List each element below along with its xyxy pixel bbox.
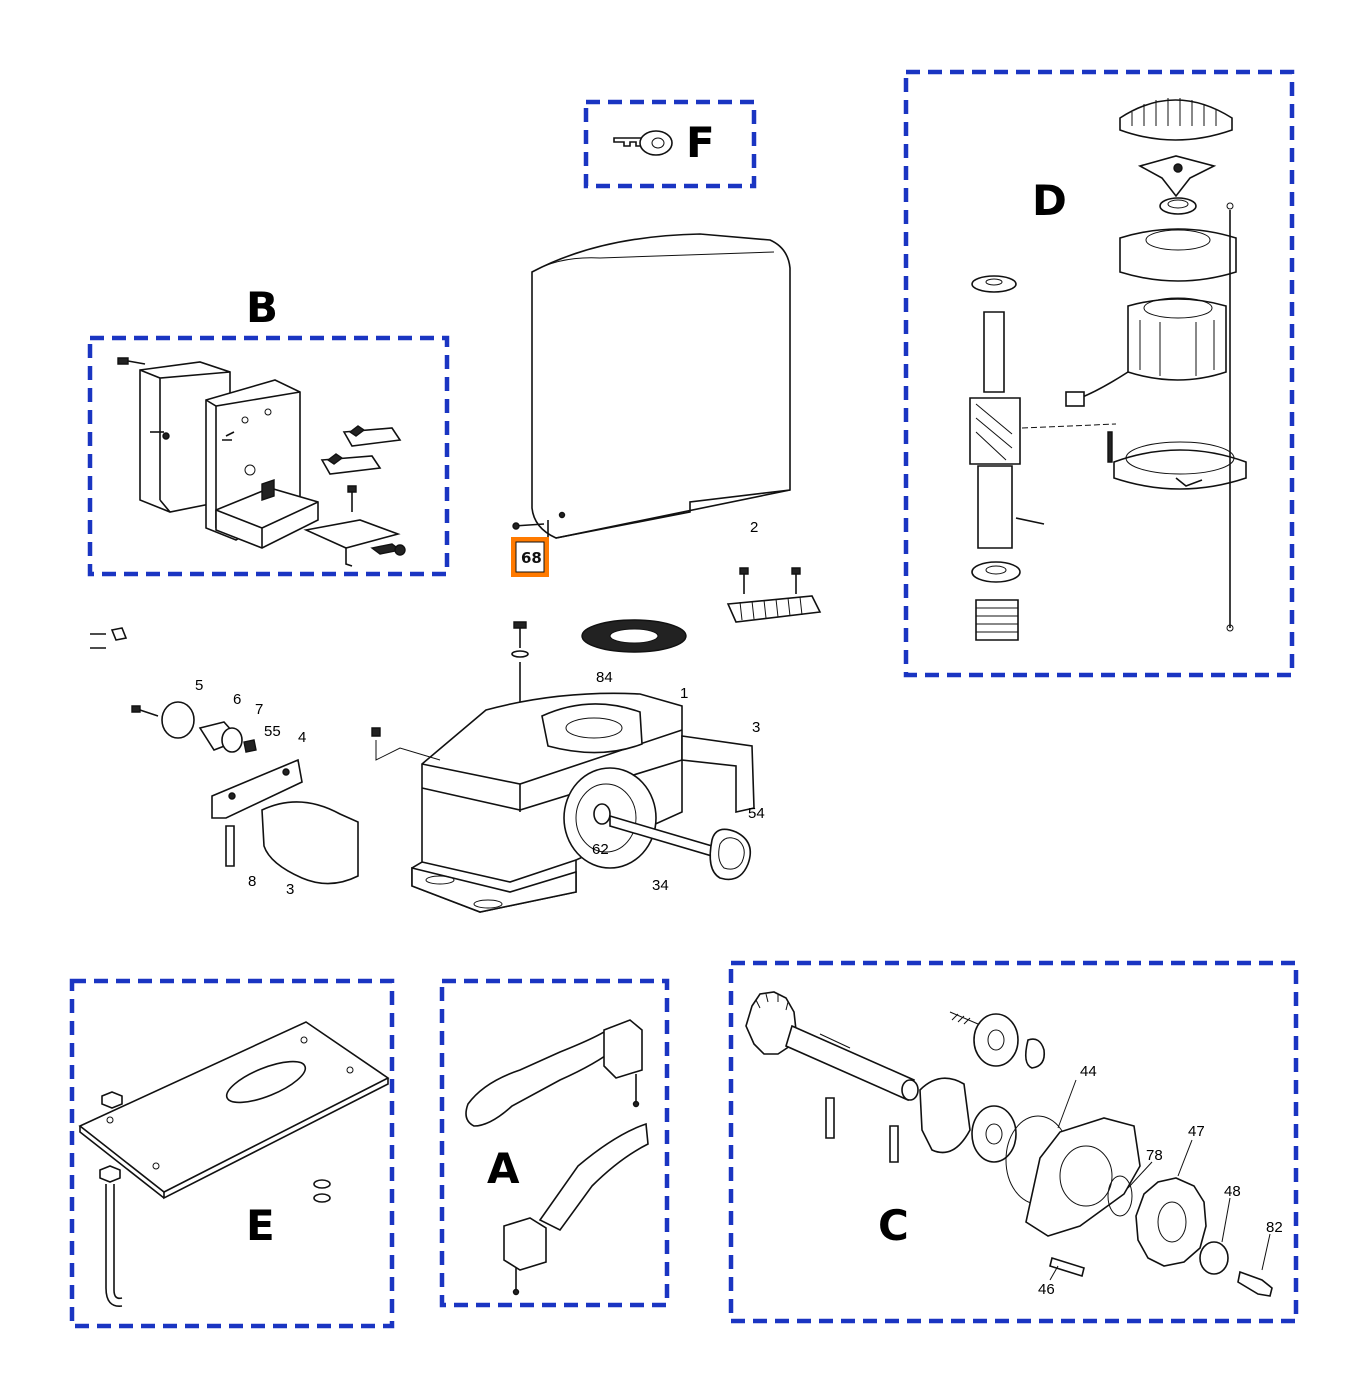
part-number-34: 34	[652, 877, 669, 894]
group-c-label: C	[878, 1201, 909, 1250]
group-f[interactable]: F	[583, 99, 757, 189]
key-icon	[613, 130, 673, 156]
motor-assembly-drawing	[969, 98, 1247, 641]
highlight-68-label: 68	[521, 549, 542, 567]
part-number-3-left: 3	[286, 881, 294, 898]
group-f-border	[583, 99, 757, 189]
group-d[interactable]: D	[903, 69, 1295, 678]
part-number-44: 44	[1080, 1063, 1097, 1080]
group-d-label: D	[1032, 176, 1067, 225]
part-number-5: 5	[195, 677, 203, 694]
part-number-46: 46	[1038, 1281, 1055, 1298]
group-a-border	[439, 978, 670, 1308]
group-e-border	[69, 978, 395, 1329]
housing-drawing	[371, 619, 755, 913]
group-b[interactable]: B	[87, 283, 450, 577]
part-number-78: 78	[1146, 1147, 1163, 1164]
release-levers-drawing	[465, 1019, 649, 1296]
part-number-48: 48	[1224, 1183, 1241, 1200]
group-a-label: A	[487, 1144, 520, 1193]
group-b-label: B	[246, 283, 278, 332]
part-number-8: 8	[248, 873, 256, 890]
part-number-7: 7	[255, 701, 263, 718]
limit-switch-bracket-drawing	[117, 357, 406, 567]
group-f-label: F	[686, 118, 715, 167]
terminal-block-drawing	[726, 567, 822, 623]
group-b-border	[87, 335, 450, 577]
group-e[interactable]: E	[69, 978, 395, 1329]
gear-assembly-drawing	[745, 991, 1273, 1297]
part-number-6: 6	[233, 691, 241, 708]
part-number-4: 4	[298, 729, 306, 746]
base-plate-drawing	[78, 1021, 390, 1307]
group-e-label: E	[246, 1201, 275, 1250]
highlight-68[interactable]: 68	[511, 537, 549, 577]
part-number-84: 84	[596, 669, 613, 686]
part-number-82: 82	[1266, 1219, 1283, 1236]
part-number-62: 62	[592, 841, 609, 858]
release-lever-drawing	[90, 627, 359, 885]
group-a[interactable]: A	[439, 978, 670, 1308]
part-number-47: 47	[1188, 1123, 1205, 1140]
part-number-55: 55	[264, 723, 281, 740]
part-number-3-right: 3	[752, 719, 760, 736]
part-number-1: 1	[680, 685, 688, 702]
group-c[interactable]: C	[728, 960, 1299, 1324]
group-d-border	[903, 69, 1295, 678]
cover-drawing	[512, 233, 791, 540]
part-number-2: 2	[750, 519, 758, 536]
part-number-54: 54	[748, 805, 765, 822]
